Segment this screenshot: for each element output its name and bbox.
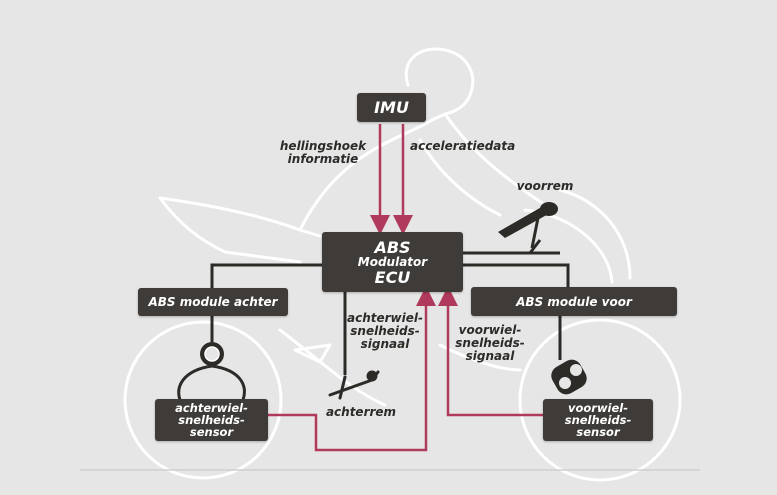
accel-data-text: acceleratiedata	[410, 139, 516, 153]
abs-module-front-label: ABS module voor	[516, 294, 632, 309]
abs-module-rear-box: ABS module achter	[138, 288, 288, 316]
rear-brake-pedal-icon	[328, 370, 380, 400]
rear-speed-signal-label: achterwiel- snelheids- signaal	[340, 312, 430, 351]
front-speed-signal-label: voorwiel- snelheids- signaal	[445, 324, 535, 363]
rear-sensor-line3: sensor	[189, 425, 234, 439]
front-signal-line3: signaal	[465, 349, 515, 363]
rear-signal-line3: signaal	[360, 337, 410, 351]
front-signal-line2: snelheids-	[455, 336, 525, 350]
rear-sensor-line2: snelheids-	[178, 413, 245, 427]
lean-angle-label: hellingshoek informatie	[270, 140, 376, 166]
rear-brake-label: achterrem	[318, 406, 404, 419]
front-signal-line1: voorwiel-	[458, 323, 522, 337]
abs-module-front-box: ABS module voor	[471, 287, 677, 316]
abs-module-rear-label: ABS module achter	[148, 295, 278, 309]
imu-label: IMU	[374, 98, 409, 117]
front-sensor-box: voorwiel- snelheids- sensor	[543, 399, 653, 441]
ecu-line3: ECU	[374, 267, 411, 287]
lean-angle-line2: informatie	[287, 152, 359, 166]
abs-ecu-box: ABS Modulator ECU	[322, 232, 463, 292]
wiring-signal	[268, 124, 543, 452]
rear-brake-text: achterrem	[325, 405, 397, 419]
ecu-line1: ABS	[374, 237, 411, 257]
ecu-line2: Modulator	[357, 254, 428, 269]
front-sensor-line2: snelheids-	[564, 413, 632, 427]
front-sensor-line1: voorwiel-	[567, 401, 629, 415]
wiring-dark	[177, 239, 570, 401]
front-brake-lever-icon	[498, 202, 558, 249]
rear-wheel-sensor-icon	[200, 342, 224, 366]
rear-speed-signal-line	[268, 286, 436, 452]
imu-box: IMU	[357, 93, 426, 122]
rear-signal-line2: snelheids-	[350, 324, 420, 338]
front-brake-text: voorrem	[516, 179, 574, 193]
lean-angle-line1: hellingshoek	[279, 139, 367, 153]
front-brake-label: voorrem	[505, 180, 585, 193]
accel-data-label: acceleratiedata	[410, 140, 530, 153]
rear-signal-line1: achterwiel-	[347, 311, 423, 325]
front-speed-signal-line	[438, 286, 543, 417]
rear-sensor-line1: achterwiel-	[175, 401, 248, 415]
front-wheel-sensor-icon	[551, 359, 587, 395]
front-sensor-line3: sensor	[576, 425, 620, 439]
rear-sensor-box: achterwiel- snelheids- sensor	[155, 399, 268, 441]
